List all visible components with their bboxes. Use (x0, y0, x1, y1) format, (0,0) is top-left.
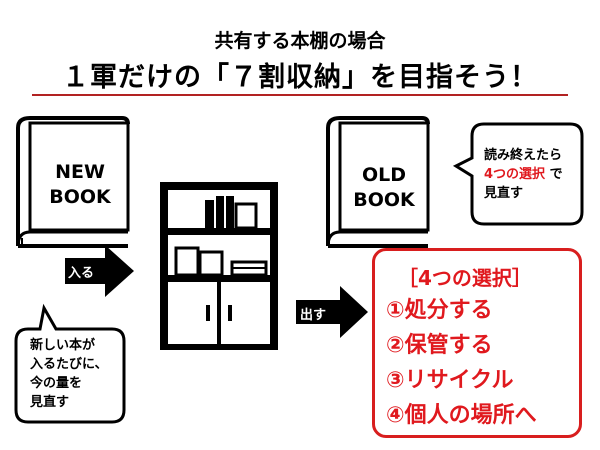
bookshelf-icon (160, 182, 278, 350)
bubble-left-line4: 見直す (30, 395, 70, 410)
bubble-right-line3: 見直す (484, 186, 524, 201)
selection-item-2: ②保管する (386, 333, 493, 358)
arrow-in-shape (65, 245, 134, 297)
bubble-right-highlight: 4つの選択 (484, 167, 546, 182)
old-book-label: OLD BOOK (344, 163, 424, 213)
bubble-left-line2: 入るたびに、 (30, 357, 108, 372)
new-book-icon (16, 116, 130, 248)
bubble-right-text: 読み終えたら 4つの選択 で 見直す (484, 146, 563, 203)
arrow-out-label: 出す (300, 308, 327, 323)
arrow-in-label: 入る (68, 266, 95, 281)
page-title-line1: 共有する本棚の場合 (214, 30, 386, 52)
bubble-left-line3: 今の量を (30, 376, 83, 391)
title-divider (32, 94, 568, 96)
new-book-label: NEW BOOK (38, 160, 122, 210)
speech-bubble-left (14, 303, 126, 424)
old-book-line1: OLD (361, 164, 407, 186)
bubble-left-text: 新しい本が 入るたびに、 今の量を 見直す (30, 336, 108, 412)
selection-item-1: ①処分する (386, 298, 493, 323)
selection-item-3: ③リサイクル (386, 368, 514, 393)
page-title-line2: １軍だけの「７割収納」を目指そう！ (62, 62, 538, 93)
bubble-right-line1: 読み終えたら (484, 148, 563, 163)
bubble-right-suffix: で (545, 167, 563, 182)
selection-item-4: ④個人の場所へ (386, 403, 537, 428)
bubble-left-line1: 新しい本が (30, 338, 96, 353)
old-book-icon (326, 116, 430, 248)
new-book-line1: NEW (55, 161, 105, 183)
selection-box (372, 248, 582, 438)
old-book-line2: BOOK (353, 189, 415, 211)
speech-bubble-right (452, 122, 584, 226)
selection-heading: ［4つの選択］ (398, 266, 532, 290)
arrow-out-shape (296, 286, 368, 338)
bubble-right-line2: 4つの選択 で (484, 165, 563, 184)
new-book-line2: BOOK (49, 186, 111, 208)
